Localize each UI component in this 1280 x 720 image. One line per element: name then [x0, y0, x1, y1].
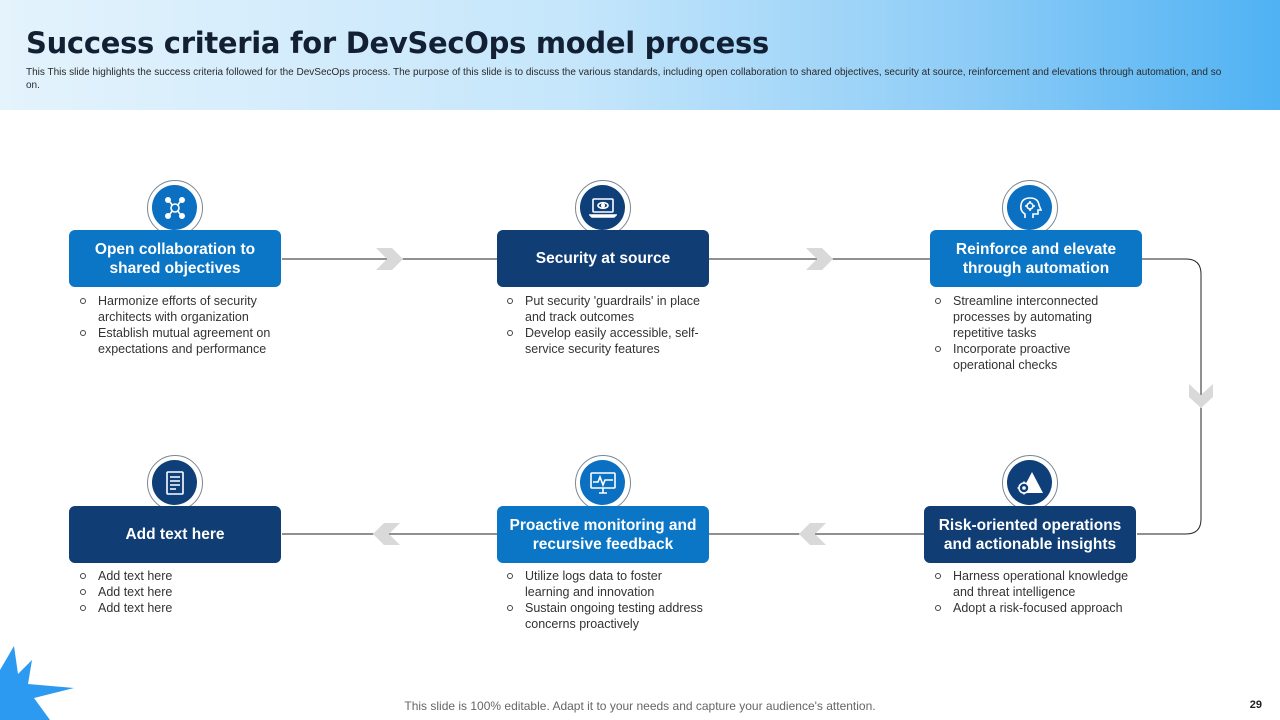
list-item: Incorporate proactive operational checks [933, 341, 1133, 373]
chevron-right-icon [806, 248, 833, 270]
list-item: Harmonize efforts of security architects… [78, 293, 278, 325]
starburst-decoration [0, 646, 74, 720]
risk-warning-icon [1007, 460, 1052, 505]
stage-2-icon-ring [575, 180, 631, 236]
stage-3-label: Reinforce and elevate through automation [955, 240, 1117, 277]
stage-5-box: Proactive monitoring and recursive feedb… [497, 506, 709, 563]
chevron-down-icon [1189, 384, 1213, 408]
stage-3-bullets: Streamline interconnected processes by a… [933, 293, 1133, 373]
list-item: Develop easily accessible, self-service … [505, 325, 705, 357]
list-item: Add text here [78, 600, 278, 616]
ai-head-icon [1007, 185, 1052, 230]
stage-1-bullets: Harmonize efforts of security architects… [78, 293, 278, 357]
stage-2-bullets: Put security 'guardrails' in place and t… [505, 293, 705, 357]
stage-2-label: Security at source [535, 250, 671, 267]
stage-4-bullets: Harness operational knowledge and threat… [933, 568, 1133, 616]
list-item: Add text here [78, 584, 278, 600]
page-title: Success criteria for DevSecOps model pro… [26, 26, 769, 60]
stage-3-box: Reinforce and elevate through automation [930, 230, 1142, 287]
stage-5-bullets: Utilize logs data to foster learning and… [505, 568, 705, 632]
chevron-left-icon [373, 523, 400, 545]
list-item: Utilize logs data to foster learning and… [505, 568, 705, 600]
stage-4-box: Risk-oriented operations and actionable … [924, 506, 1136, 563]
chevron-right-icon [376, 248, 403, 270]
chevron-left-icon [799, 523, 826, 545]
stage-6-bullets: Add text here Add text here Add text her… [78, 568, 278, 616]
collaboration-icon [152, 185, 197, 230]
stage-1-icon-ring [147, 180, 203, 236]
document-icon [152, 460, 197, 505]
stage-1-box: Open collaboration to shared objectives [69, 230, 281, 287]
list-item: Establish mutual agreement on expectatio… [78, 325, 278, 357]
stage-4-label: Risk-oriented operations and actionable … [938, 516, 1122, 553]
stage-1-label: Open collaboration to shared objectives [94, 240, 256, 277]
stage-6-box: Add text here [69, 506, 281, 563]
page-subtitle: This This slide highlights the success c… [26, 67, 1222, 91]
list-item: Streamline interconnected processes by a… [933, 293, 1133, 341]
list-item: Sustain ongoing testing address concerns… [505, 600, 705, 632]
stage-6-icon-ring [147, 455, 203, 511]
laptop-eye-icon [580, 185, 625, 230]
stage-3-icon-ring [1002, 180, 1058, 236]
stage-5-icon-ring [575, 455, 631, 511]
list-item: Harness operational knowledge and threat… [933, 568, 1133, 600]
monitor-chart-icon [580, 460, 625, 505]
stage-6-label: Add text here [125, 526, 225, 543]
list-item: Put security 'guardrails' in place and t… [505, 293, 705, 325]
stage-4-icon-ring [1002, 455, 1058, 511]
header-banner: Success criteria for DevSecOps model pro… [0, 0, 1280, 110]
stage-5-label: Proactive monitoring and recursive feedb… [509, 516, 697, 553]
list-item: Adopt a risk-focused approach [933, 600, 1133, 616]
footer-note: This slide is 100% editable. Adapt it to… [404, 699, 876, 713]
stage-2-box: Security at source [497, 230, 709, 287]
list-item: Add text here [78, 568, 278, 584]
page-number: 29 [1249, 699, 1262, 711]
